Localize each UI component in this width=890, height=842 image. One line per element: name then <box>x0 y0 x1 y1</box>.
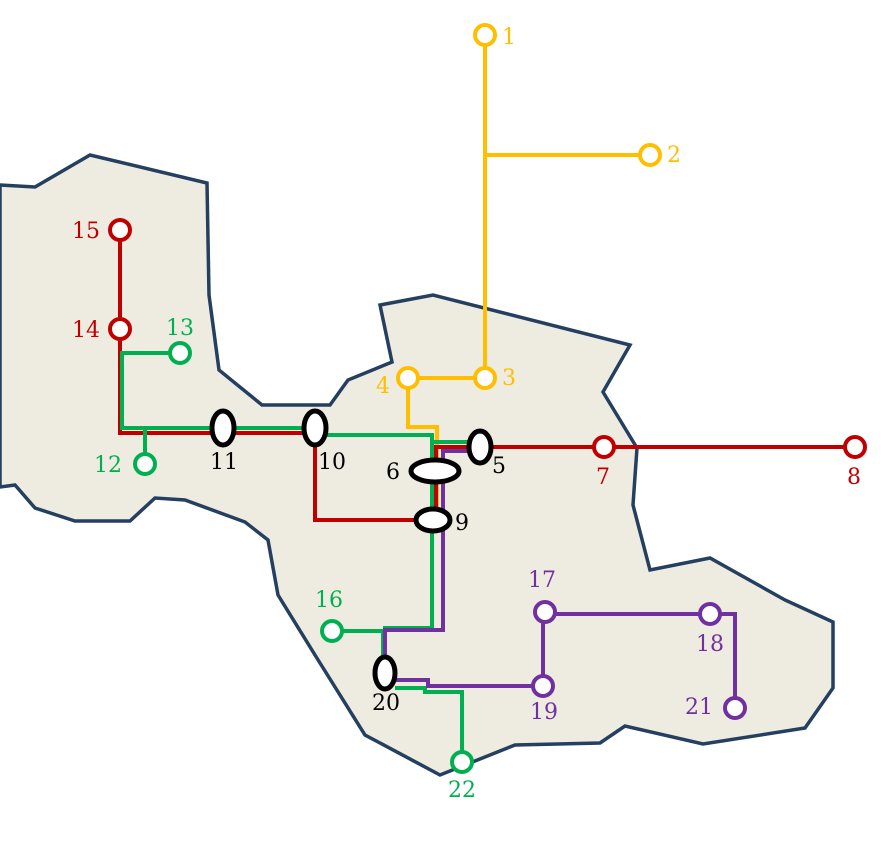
label-11: 11 <box>210 450 238 475</box>
label-14: 14 <box>72 318 100 343</box>
station-19[interactable] <box>531 674 555 698</box>
label-20: 20 <box>372 691 400 716</box>
label-13: 13 <box>166 316 194 341</box>
label-12: 12 <box>94 453 122 478</box>
label-3: 3 <box>502 366 516 391</box>
station-15[interactable] <box>108 218 132 242</box>
label-22: 22 <box>448 778 476 803</box>
yellow-line <box>406 35 650 515</box>
label-4: 4 <box>376 374 390 399</box>
station-1[interactable] <box>473 23 497 47</box>
label-8: 8 <box>847 465 861 490</box>
station-16[interactable] <box>320 619 344 643</box>
station-labels: 1 2 3 4 5 6 7 8 9 10 11 12 13 14 15 16 1… <box>72 25 861 803</box>
label-1: 1 <box>502 25 516 50</box>
station-22[interactable] <box>450 750 474 774</box>
interchange-5[interactable] <box>466 428 494 466</box>
purple-line <box>383 449 737 708</box>
station-7[interactable] <box>592 435 616 459</box>
label-6: 6 <box>386 460 400 485</box>
station-2[interactable] <box>638 143 662 167</box>
station-12[interactable] <box>133 452 157 476</box>
label-19: 19 <box>530 700 558 725</box>
label-2: 2 <box>667 143 681 168</box>
label-18: 18 <box>696 632 724 657</box>
station-14[interactable] <box>108 317 132 341</box>
label-5: 5 <box>492 454 506 479</box>
station-13[interactable] <box>168 341 192 365</box>
label-9: 9 <box>455 511 469 536</box>
label-16: 16 <box>315 588 343 613</box>
interchange-6[interactable] <box>408 457 462 485</box>
interchange-10[interactable] <box>301 408 329 448</box>
interchange-11[interactable] <box>209 408 237 448</box>
interchange-9[interactable] <box>413 506 453 534</box>
label-7: 7 <box>596 465 610 490</box>
label-21: 21 <box>685 695 713 720</box>
interchange-20[interactable] <box>372 654 398 692</box>
station-17[interactable] <box>533 600 557 624</box>
stations <box>108 23 867 774</box>
label-15: 15 <box>72 219 100 244</box>
label-17: 17 <box>528 568 556 593</box>
station-18[interactable] <box>698 602 722 626</box>
station-3[interactable] <box>473 366 497 390</box>
station-8[interactable] <box>843 435 867 459</box>
label-10: 10 <box>318 450 346 475</box>
station-4[interactable] <box>396 366 420 390</box>
station-21[interactable] <box>723 696 747 720</box>
